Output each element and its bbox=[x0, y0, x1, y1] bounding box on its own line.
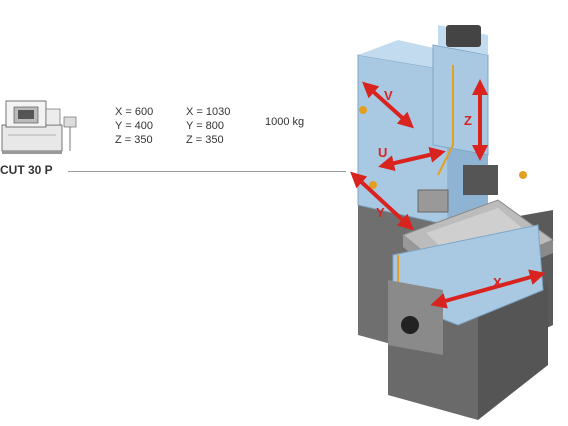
travel-x: X = 1030 bbox=[186, 106, 231, 118]
travel-y: Y = 400 bbox=[115, 120, 154, 132]
travel-z: Z = 350 bbox=[186, 134, 224, 146]
max-load: 1000 kg bbox=[265, 116, 305, 128]
travel-column-2: X = 1030 Y = 800 Z = 350 bbox=[186, 105, 230, 147]
model-name: CUT 30 P bbox=[0, 163, 53, 177]
machine-thumbnail bbox=[1, 100, 77, 154]
axis-label-y: Y bbox=[376, 205, 385, 220]
axis-label-z: Z bbox=[464, 113, 472, 128]
divider-line bbox=[68, 171, 346, 172]
travel-column-1: X = 600 Y = 400 Z = 350 bbox=[115, 105, 153, 147]
machine-illustration: V Z U Y X bbox=[350, 25, 555, 420]
travel-z: Z = 350 bbox=[115, 134, 153, 146]
axis-label-v: V bbox=[384, 88, 393, 103]
travel-x: X = 600 bbox=[115, 106, 154, 118]
axis-label-x: X bbox=[493, 275, 502, 290]
axis-label-u: U bbox=[378, 145, 387, 160]
travel-y: Y = 800 bbox=[186, 120, 225, 132]
